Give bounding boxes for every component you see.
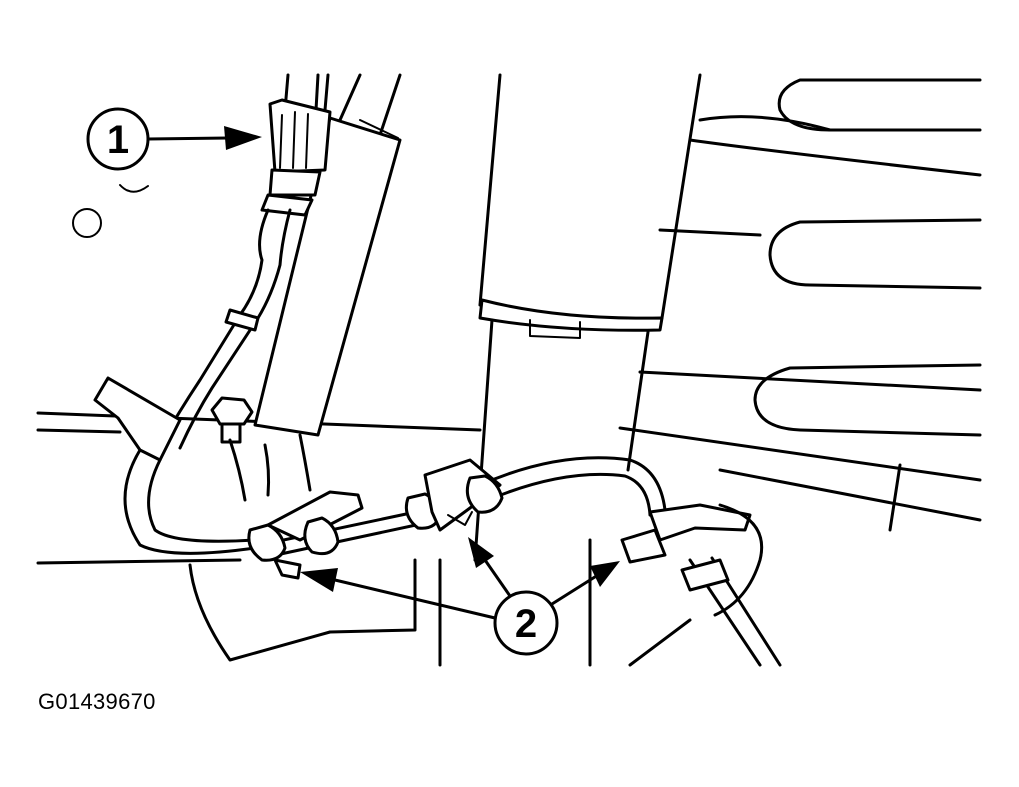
retaining-clip-left	[247, 490, 364, 580]
callout-1-label: 1	[107, 118, 129, 162]
electrical-connector	[260, 98, 332, 217]
sensor-housing	[253, 116, 402, 437]
callout-2-label: 2	[515, 602, 537, 646]
chassis-background	[36, 370, 982, 667]
callout-1: 1	[86, 107, 262, 171]
lower-bracket	[188, 433, 332, 662]
shock-absorber	[473, 73, 702, 562]
frame-rails	[658, 78, 982, 437]
tube-bundle	[283, 73, 402, 137]
mounting-bolt	[210, 396, 254, 444]
retaining-clip-center	[404, 458, 504, 532]
callout-2: 2	[300, 537, 620, 656]
decorative-circles	[72, 184, 149, 238]
figure-identifier: G01439670	[38, 689, 156, 714]
retaining-clip-right	[620, 503, 764, 667]
wiring-harness	[93, 208, 292, 555]
